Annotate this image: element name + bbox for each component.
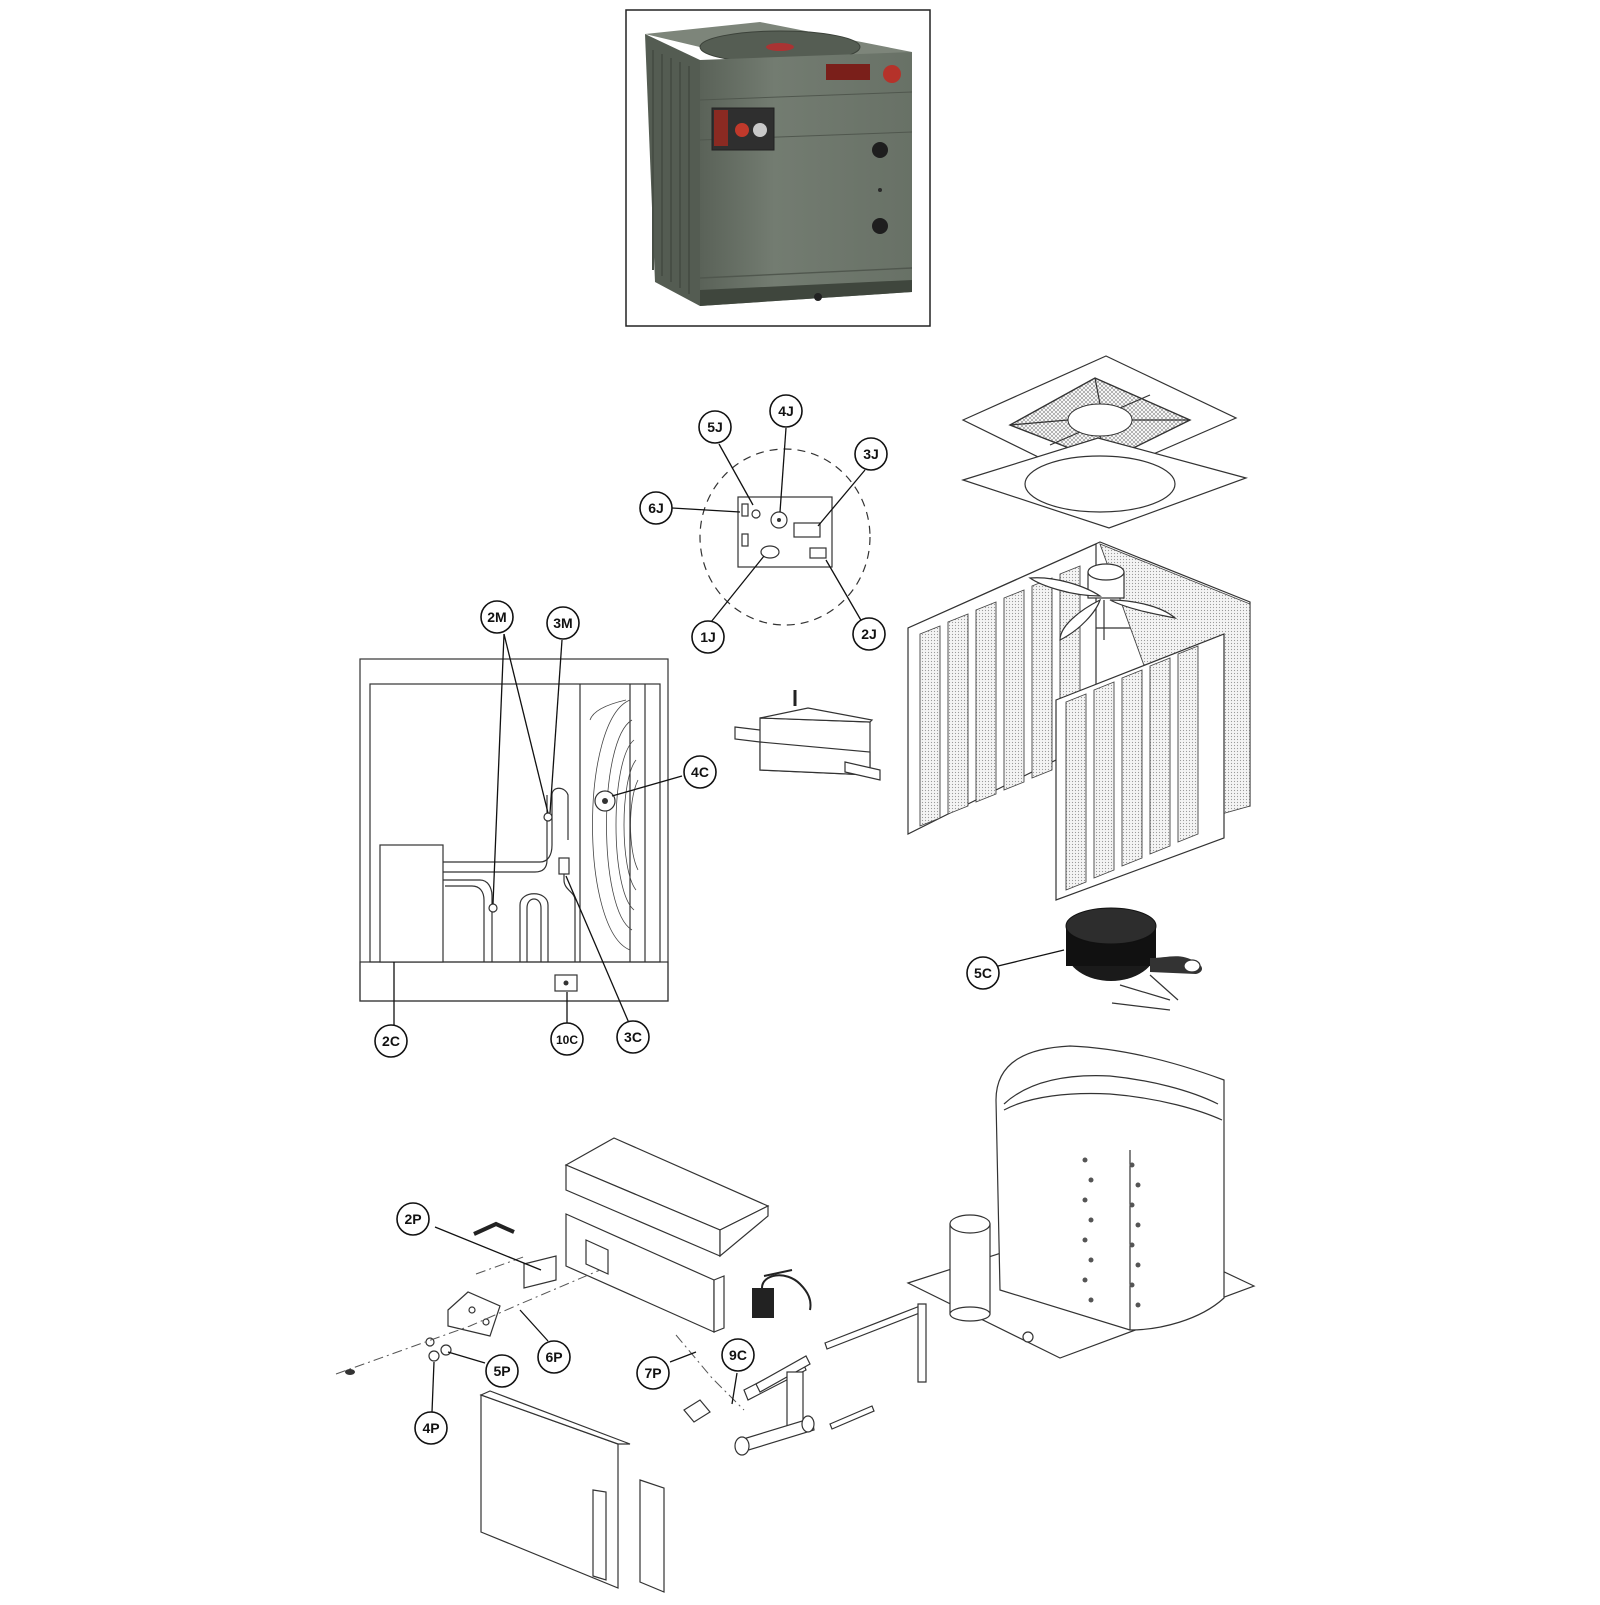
svg-text:2M: 2M bbox=[487, 609, 506, 625]
svg-text:2J: 2J bbox=[861, 626, 877, 642]
top-grille-assembly bbox=[961, 355, 1248, 529]
svg-text:10C: 10C bbox=[556, 1033, 578, 1047]
fan-opening bbox=[1024, 455, 1176, 513]
svg-text:4P: 4P bbox=[422, 1420, 439, 1436]
brand-badge bbox=[826, 64, 870, 80]
svg-text:6P: 6P bbox=[545, 1349, 562, 1365]
accumulator-tank bbox=[949, 1223, 991, 1315]
fitting-4p bbox=[428, 1350, 440, 1362]
callout-6p: 6P bbox=[537, 1340, 571, 1374]
callout-7p: 7P bbox=[636, 1356, 670, 1390]
svg-text:4J: 4J bbox=[778, 403, 794, 419]
control-knob-icon bbox=[735, 123, 749, 137]
callout-2c: 2C bbox=[374, 1024, 408, 1058]
callout-5j: 5J bbox=[698, 410, 732, 444]
callout-2j: 2J bbox=[852, 617, 886, 651]
callout-3c: 3C bbox=[616, 1020, 650, 1054]
heat-exchanger-coil bbox=[995, 1045, 1225, 1331]
callout-4p: 4P bbox=[414, 1411, 448, 1445]
unit-front bbox=[700, 52, 912, 306]
compressor-housing bbox=[379, 844, 444, 963]
drain-icon bbox=[814, 293, 822, 301]
control-board-detail bbox=[699, 448, 871, 626]
display-icon bbox=[753, 123, 767, 137]
callout-2m: 2M bbox=[480, 600, 514, 634]
svg-text:9C: 9C bbox=[729, 1347, 747, 1363]
unit-left-side bbox=[645, 34, 700, 306]
svg-text:5J: 5J bbox=[707, 419, 723, 435]
svg-text:3C: 3C bbox=[624, 1029, 642, 1045]
compressor bbox=[1065, 907, 1202, 1011]
pressure-switch bbox=[752, 1288, 774, 1318]
fan-blade-icon bbox=[1028, 563, 1178, 641]
callout-1j: 1J bbox=[691, 620, 725, 654]
plumbing-panels bbox=[335, 1137, 815, 1593]
callout-6j: 6J bbox=[639, 491, 673, 525]
control-box-tray bbox=[734, 690, 881, 781]
svg-text:3J: 3J bbox=[863, 446, 879, 462]
svg-text:2P: 2P bbox=[404, 1211, 421, 1227]
svg-text:5P: 5P bbox=[493, 1363, 510, 1379]
callout-3m: 3M bbox=[546, 606, 580, 640]
fitting-5p bbox=[440, 1344, 452, 1356]
wire-harness bbox=[473, 1221, 515, 1236]
mounting-bracket bbox=[447, 1291, 501, 1337]
fan-hub bbox=[766, 43, 794, 51]
callout-10c: 10C bbox=[550, 1022, 584, 1056]
product-photo bbox=[625, 9, 931, 327]
callout-2p: 2P bbox=[396, 1202, 430, 1236]
callout-9c: 9C bbox=[721, 1338, 755, 1372]
sensor-3c bbox=[558, 857, 570, 875]
svg-text:6J: 6J bbox=[648, 500, 664, 516]
callout-4c: 4C bbox=[683, 755, 717, 789]
callout-4j: 4J bbox=[769, 394, 803, 428]
water-inlet-port bbox=[872, 142, 888, 158]
brand-logo-icon bbox=[883, 65, 901, 83]
svg-text:4C: 4C bbox=[691, 764, 709, 780]
coil-cabinet bbox=[907, 541, 1251, 901]
top-panel bbox=[961, 437, 1248, 529]
water-outlet-port bbox=[872, 218, 888, 234]
callout-3j: 3J bbox=[854, 437, 888, 471]
svg-text:5C: 5C bbox=[974, 965, 992, 981]
svg-text:7P: 7P bbox=[644, 1365, 661, 1381]
leader-lines bbox=[393, 427, 1065, 1413]
callout-5p: 5P bbox=[485, 1354, 519, 1388]
base-assembly bbox=[824, 1045, 1256, 1430]
svg-text:2C: 2C bbox=[382, 1033, 400, 1049]
flow-switch bbox=[683, 1399, 711, 1423]
svg-text:1J: 1J bbox=[700, 629, 716, 645]
side-view-assembly bbox=[359, 658, 669, 1002]
callout-5c: 5C bbox=[966, 956, 1000, 990]
svg-text:3M: 3M bbox=[553, 615, 572, 631]
